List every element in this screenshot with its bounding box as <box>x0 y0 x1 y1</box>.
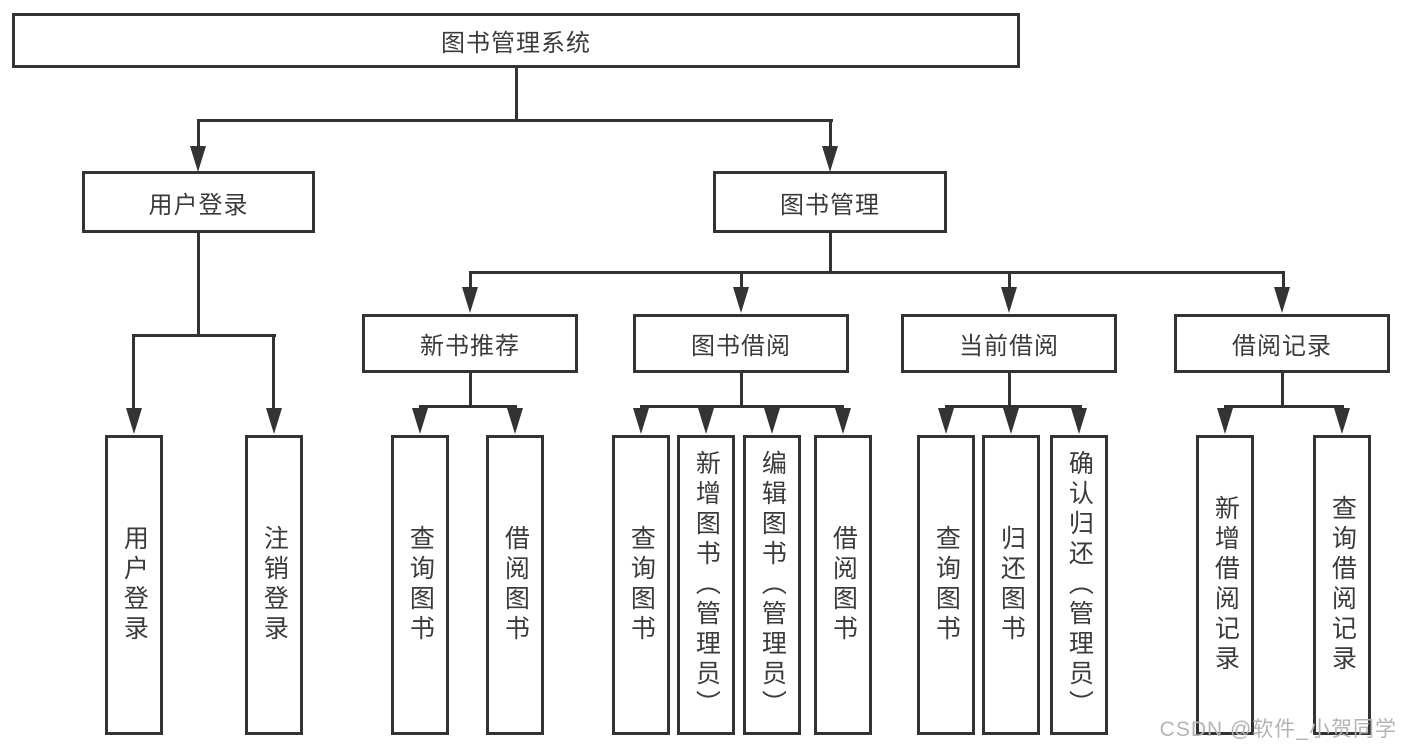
down-arrow-icon <box>822 146 838 172</box>
leaf-label: 归还图书 <box>997 525 1026 645</box>
node-book-borrowing: 图书借阅 <box>633 314 849 373</box>
leaf-query-books-current: 查询图书 <box>917 435 975 735</box>
node-borrowing-records: 借阅记录 <box>1174 314 1390 373</box>
connector-group-stem <box>1281 373 1284 407</box>
connector-group-branch <box>945 405 1082 408</box>
down-arrow-icon <box>764 408 780 434</box>
connector-group-branch <box>640 405 844 408</box>
leaf-borrow-books-recommend: 借阅图书 <box>486 435 544 735</box>
connector-root-branch <box>197 119 833 122</box>
leaf-label: 查询图书 <box>627 525 656 645</box>
leaf-return-books: 归还图书 <box>982 435 1040 735</box>
down-arrow-icon <box>462 287 478 313</box>
down-arrow-icon <box>266 408 282 434</box>
leaf-label: 新增图书（管理员） <box>692 450 721 720</box>
leaf-label: 借阅图书 <box>501 525 530 645</box>
leaf-query-books-recommend: 查询图书 <box>391 435 449 735</box>
connector-drop-group <box>1008 273 1011 289</box>
leaf-label: 编辑图书（管理员） <box>758 450 787 720</box>
node-user-login: 用户登录 <box>82 171 315 233</box>
down-arrow-icon <box>835 408 851 434</box>
leaf-query-books-borrowing: 查询图书 <box>612 435 670 735</box>
leaf-label: 新增借阅记录 <box>1211 495 1240 675</box>
down-arrow-icon <box>1001 287 1017 313</box>
down-arrow-icon <box>938 408 954 434</box>
connector-drop-group <box>740 273 743 289</box>
node-book-management: 图书管理 <box>713 171 947 233</box>
connector-drop-book-management <box>829 120 832 148</box>
down-arrow-icon <box>698 408 714 434</box>
leaf-logout: 注销登录 <box>245 435 303 735</box>
connector-user-login-stem <box>197 233 200 336</box>
connector-book-mgmt-branch <box>469 271 1285 274</box>
connector-drop-user-login <box>197 120 200 148</box>
connector-group-branch <box>419 405 517 408</box>
down-arrow-icon <box>412 408 428 434</box>
down-arrow-icon <box>1334 408 1350 434</box>
connector-group-stem <box>1008 373 1011 407</box>
leaf-query-borrow-record: 查询借阅记录 <box>1313 435 1371 735</box>
down-arrow-icon <box>1003 408 1019 434</box>
leaf-user-login: 用户登录 <box>105 435 163 735</box>
leaf-edit-book-admin: 编辑图书（管理员） <box>743 435 801 735</box>
leaf-label: 注销登录 <box>260 525 289 645</box>
down-arrow-icon <box>507 408 523 434</box>
connector-group-stem <box>469 373 472 407</box>
down-arrow-icon <box>733 287 749 313</box>
connector-drop-leaf <box>272 336 275 410</box>
down-arrow-icon <box>1274 287 1290 313</box>
csdn-watermark: CSDN @软件_小贺同学 <box>1159 718 1397 741</box>
leaf-label: 查询图书 <box>406 525 435 645</box>
leaf-label: 借阅图书 <box>829 525 858 645</box>
node-current-borrowing: 当前借阅 <box>901 314 1117 373</box>
connector-group-stem <box>740 373 743 407</box>
connector-drop-group <box>469 273 472 289</box>
node-new-book-recommend: 新书推荐 <box>362 314 578 373</box>
leaf-add-book-admin: 新增图书（管理员） <box>677 435 735 735</box>
leaf-label: 查询图书 <box>932 525 961 645</box>
connector-drop-group <box>1282 273 1285 289</box>
down-arrow-icon <box>190 146 206 172</box>
leaf-label: 用户登录 <box>120 525 149 645</box>
connector-drop-leaf <box>132 336 135 410</box>
connector-user-login-branch <box>132 334 276 337</box>
leaf-confirm-return-admin: 确认归还（管理员） <box>1050 435 1108 735</box>
connector-book-mgmt-stem <box>829 233 832 273</box>
down-arrow-icon <box>126 408 142 434</box>
connector-group-branch <box>1224 405 1344 408</box>
node-library-system: 图书管理系统 <box>12 13 1020 68</box>
leaf-borrow-books: 借阅图书 <box>814 435 872 735</box>
leaf-label: 查询借阅记录 <box>1328 495 1357 675</box>
down-arrow-icon <box>1071 408 1087 434</box>
connector-root-stem <box>515 68 518 121</box>
down-arrow-icon <box>633 408 649 434</box>
leaf-add-borrow-record: 新增借阅记录 <box>1196 435 1254 735</box>
down-arrow-icon <box>1217 408 1233 434</box>
leaf-label: 确认归还（管理员） <box>1065 450 1094 720</box>
